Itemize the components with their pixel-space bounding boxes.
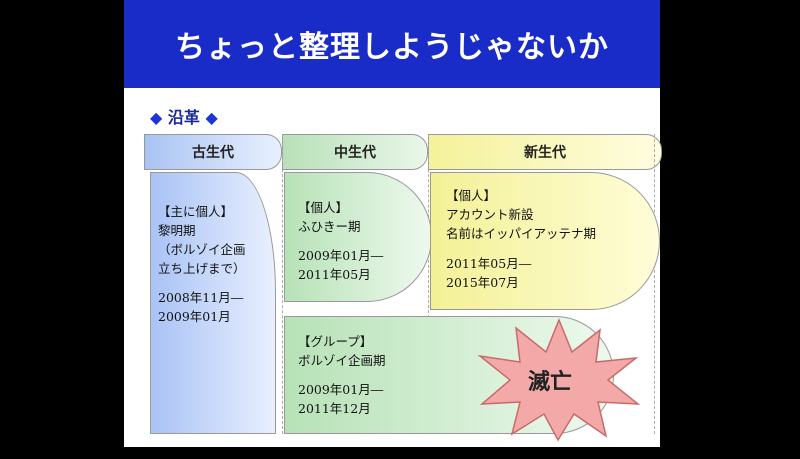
era-label-chuu: 中生代 [334,145,376,161]
section-heading: ◆ 沿革 ◆ [150,104,218,128]
kodai-line: 【主に個人】 [158,204,234,219]
shin-date: 2015年07月 [446,275,519,290]
chuu2-line: 【グループ】 [298,334,373,349]
period-box-kodai [150,172,276,434]
era-divider [654,134,655,434]
title-bar: ちょっと整理しようじゃないか [124,0,660,88]
chuu2-line: ボルゾイ企画期 [298,353,386,368]
era-label-shin: 新生代 [524,145,566,161]
diamond-icon: ◆ [150,108,163,127]
period-box-chuu-individual [284,172,432,302]
diamond-icon: ◆ [205,108,218,127]
era-header-shin: 新生代 [428,134,662,170]
kodai-date: 2009年01月 [158,309,231,324]
kodai-line: 黎明期 [158,223,196,238]
era-header-chuu: 中生代 [282,134,428,170]
chuu2-date: 2011年12月 [298,401,371,416]
chuu1-date: 2011年05月 [298,267,371,282]
shin-line: アカウント新設 [446,207,534,222]
kodai-date: 2008年11月― [158,290,244,305]
era-divider [282,134,283,434]
kodai-line: 立ち上げまで） [158,261,246,276]
shin-date: 2011年05月― [446,256,532,271]
kodai-line: （ボルゾイ企画 [158,242,246,257]
period-box-shin [430,172,660,310]
chuu1-line: ふひきー期 [298,219,361,234]
era-header-kodai: 古生代 [144,134,282,170]
era-label-kodai: 古生代 [192,145,234,161]
slide-title: ちょっと整理しようじゃないか [175,30,609,65]
explosion-burst-icon [477,318,641,442]
burst-label: 滅亡 [528,369,573,395]
section-label: 沿革 [167,108,200,127]
shin-line: 【個人】 [446,188,497,203]
shin-line: 名前はイッパイアッテナ期 [446,226,597,241]
chuu1-date: 2009年01月― [298,248,384,263]
chuu1-line: 【個人】 [298,200,349,215]
era-divider [428,134,429,434]
slide: ちょっと整理しようじゃないか ◆ 沿革 ◆ 古生代 中生代 新生代 【主に個人】… [124,0,662,447]
chuu2-date: 2009年01月― [298,382,384,397]
